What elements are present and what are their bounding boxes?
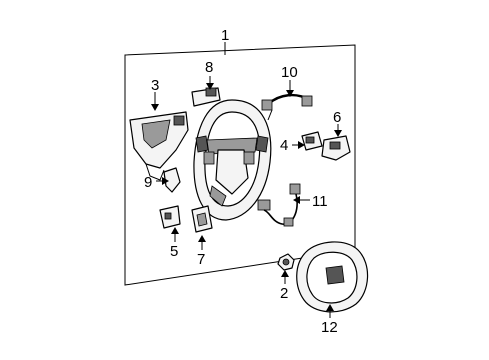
callout-6: 6 xyxy=(333,109,341,126)
switch-top xyxy=(191,87,221,107)
callout-2: 2 xyxy=(280,285,288,302)
callout-4: 4 xyxy=(280,137,288,154)
callout-12: 12 xyxy=(321,319,338,336)
bezel xyxy=(191,205,213,233)
callout-7: 7 xyxy=(197,251,205,268)
callout-5: 5 xyxy=(170,243,178,260)
callout-10: 10 xyxy=(281,64,298,81)
air-bag-module xyxy=(296,241,369,313)
bracket xyxy=(159,205,181,229)
callout-11: 11 xyxy=(312,193,328,210)
callout-3: 3 xyxy=(151,77,159,94)
switch-left xyxy=(301,131,323,151)
callout-1: 1 xyxy=(221,27,229,44)
leader-lines xyxy=(151,42,342,318)
clip xyxy=(163,167,181,193)
rear-cover xyxy=(129,111,189,181)
steering-wheel xyxy=(193,99,272,221)
callout-8: 8 xyxy=(205,59,213,76)
wire-harness xyxy=(261,93,313,121)
cable xyxy=(257,183,301,227)
callout-labels: 1 2 3 4 5 6 7 8 9 10 11 12 xyxy=(144,27,341,336)
nut xyxy=(277,253,295,271)
callout-9: 9 xyxy=(144,174,152,191)
switch-right xyxy=(321,135,351,161)
